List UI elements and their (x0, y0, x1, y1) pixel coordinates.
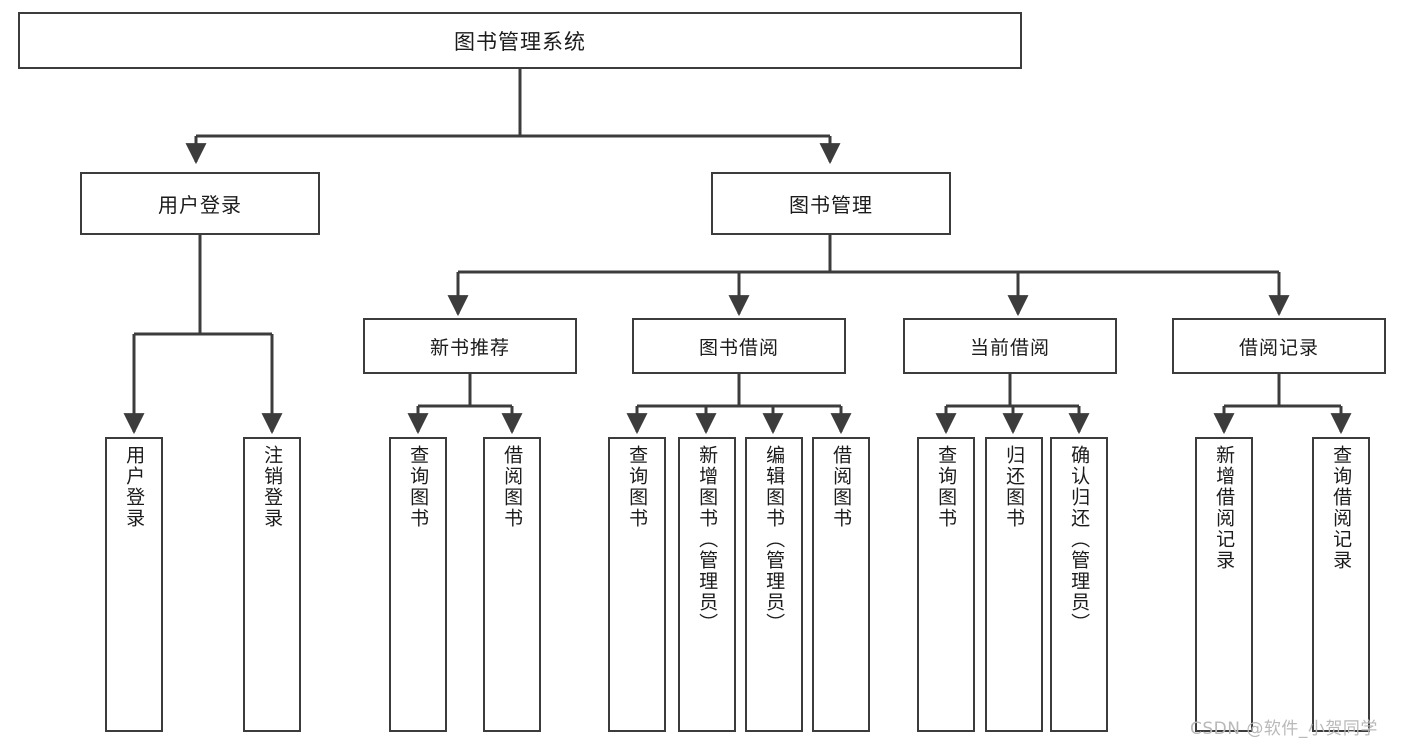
leaf-edit-book-admin[interactable]: 编辑图书（管理员） (745, 437, 803, 732)
leaf-confirm-return-admin[interactable]: 确认归还（管理员） (1050, 437, 1108, 732)
leaf-confirm-return-admin-label: 确认归还（管理员） (1068, 445, 1091, 634)
node-book-borrow-label: 图书借阅 (698, 336, 779, 359)
node-book-borrow[interactable]: 图书借阅 (632, 318, 846, 374)
watermark: CSDN @软件_小贺同学 (1190, 719, 1378, 739)
leaf-user-logout[interactable]: 注销登录 (243, 437, 301, 732)
leaf-add-book-admin-label: 新增图书（管理员） (696, 445, 719, 634)
node-book-management-label: 图书管理 (789, 193, 873, 217)
node-borrow-record-label: 借阅记录 (1238, 336, 1319, 359)
leaf-current-query-book-label: 查询图书 (935, 445, 958, 529)
node-root-label: 图书管理系统 (454, 29, 586, 54)
leaf-borrow-query-book-label: 查询图书 (626, 445, 649, 529)
leaf-add-borrow-record[interactable]: 新增借阅记录 (1195, 437, 1253, 732)
leaf-query-borrow-record[interactable]: 查询借阅记录 (1312, 437, 1370, 732)
node-book-management[interactable]: 图书管理 (711, 172, 951, 235)
leaf-user-logout-label: 注销登录 (261, 445, 284, 529)
leaf-add-book-admin[interactable]: 新增图书（管理员） (678, 437, 736, 732)
node-borrow-record[interactable]: 借阅记录 (1172, 318, 1386, 374)
leaf-return-book[interactable]: 归还图书 (985, 437, 1043, 732)
node-current-borrow-label: 当前借阅 (969, 336, 1050, 359)
leaf-edit-book-admin-label: 编辑图书（管理员） (763, 445, 786, 634)
leaf-borrow-book-label: 借阅图书 (830, 445, 853, 529)
leaf-return-book-label: 归还图书 (1003, 445, 1026, 529)
node-current-borrow[interactable]: 当前借阅 (903, 318, 1117, 374)
leaf-borrow-book[interactable]: 借阅图书 (812, 437, 870, 732)
leaf-current-query-book[interactable]: 查询图书 (917, 437, 975, 732)
leaf-recommend-query-book-label: 查询图书 (407, 445, 430, 529)
node-new-book-recommend[interactable]: 新书推荐 (363, 318, 577, 374)
leaf-recommend-borrow-book-label: 借阅图书 (501, 445, 524, 529)
node-user-login-label: 用户登录 (158, 193, 242, 217)
leaf-query-borrow-record-label: 查询借阅记录 (1330, 445, 1353, 571)
leaf-user-login-label: 用户登录 (123, 445, 146, 529)
node-new-book-recommend-label: 新书推荐 (429, 336, 510, 359)
leaf-recommend-borrow-book[interactable]: 借阅图书 (483, 437, 541, 732)
leaf-recommend-query-book[interactable]: 查询图书 (389, 437, 447, 732)
leaf-user-login[interactable]: 用户登录 (105, 437, 163, 732)
node-user-login[interactable]: 用户登录 (80, 172, 320, 235)
node-root[interactable]: 图书管理系统 (18, 12, 1022, 69)
leaf-add-borrow-record-label: 新增借阅记录 (1213, 445, 1236, 571)
leaf-borrow-query-book[interactable]: 查询图书 (608, 437, 666, 732)
